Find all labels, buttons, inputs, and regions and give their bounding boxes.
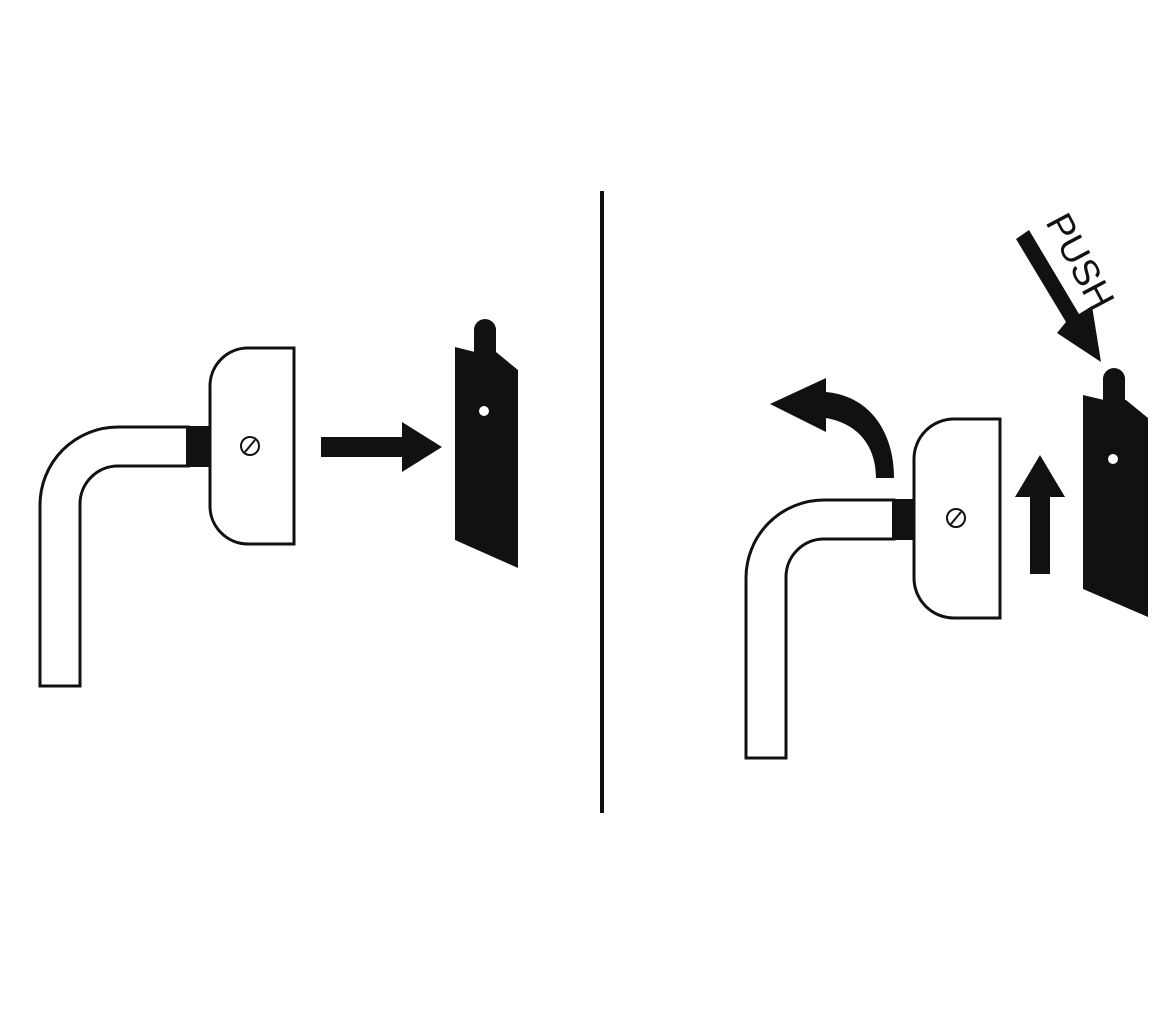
arrow-up-icon [1015,455,1065,574]
screw-icon [946,508,966,528]
push-label: PUSH [1038,207,1122,317]
latch-keeper-icon [1083,368,1148,617]
lever-handle-icon [744,417,1002,760]
right-panel: PUSH [744,207,1148,760]
arrow-right-icon [321,422,442,472]
left-panel [38,319,518,688]
lever-handle-icon [38,346,296,688]
curved-arrow-icon [770,378,894,478]
push-arrow-icon [1016,230,1101,362]
latch-keeper-icon [455,319,518,568]
screw-icon [240,436,260,456]
